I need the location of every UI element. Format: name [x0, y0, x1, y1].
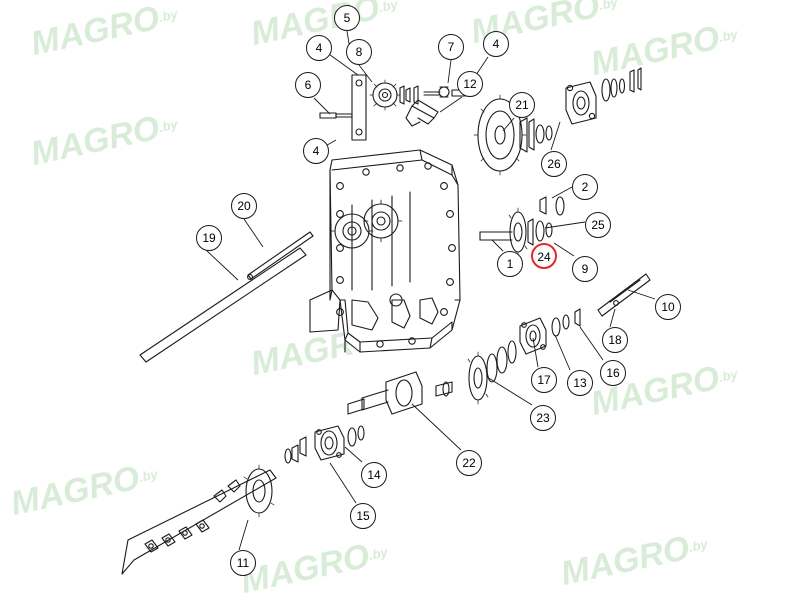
leader-17: [532, 337, 539, 368]
leader-11: [238, 519, 249, 551]
callout-7[interactable]: 7: [438, 34, 464, 60]
callout-22[interactable]: 22: [456, 450, 482, 476]
gearbox-housing: [309, 149, 461, 353]
leader-16: [579, 326, 604, 361]
leader-21: [502, 117, 515, 132]
callout-9[interactable]: 9: [572, 256, 598, 282]
callout-4a[interactable]: 4: [306, 35, 332, 61]
callout-18[interactable]: 18: [602, 327, 628, 353]
leader-19: [206, 250, 239, 281]
leader-6: [313, 97, 331, 115]
leader-13: [554, 334, 571, 371]
right-rail: [597, 273, 651, 317]
leader-20: [243, 218, 264, 248]
shaft-sprocket-assembly: [479, 196, 565, 257]
leader-1: [491, 239, 504, 252]
leader-8: [358, 64, 373, 83]
leader-12: [439, 96, 463, 113]
leader-10: [627, 289, 656, 300]
callout-26[interactable]: 26: [541, 151, 567, 177]
leader-14: [344, 446, 363, 463]
callout-4c[interactable]: 4: [303, 138, 329, 164]
callout-15[interactable]: 15: [350, 503, 376, 529]
leader-15: [329, 462, 357, 504]
callout-13[interactable]: 13: [567, 370, 593, 396]
callout-11[interactable]: 11: [230, 550, 256, 576]
leader-4a: [325, 51, 359, 76]
leader-2: [551, 186, 573, 199]
long-rods: [139, 231, 314, 363]
callout-19[interactable]: 19: [196, 225, 222, 251]
callout-16[interactable]: 16: [600, 360, 626, 386]
output-shaft: [347, 371, 423, 415]
callout-12[interactable]: 12: [457, 71, 483, 97]
callout-6[interactable]: 6: [295, 72, 321, 98]
callout-20[interactable]: 20: [231, 193, 257, 219]
callout-10[interactable]: 10: [655, 294, 681, 320]
leader-22: [411, 403, 462, 451]
callout-24[interactable]: 24: [531, 243, 557, 269]
callout-17[interactable]: 17: [531, 367, 557, 393]
leader-26: [550, 121, 561, 151]
callout-25[interactable]: 25: [585, 212, 611, 238]
large-sprocket-assembly: [473, 67, 642, 176]
leader-25: [544, 221, 586, 229]
leader-9: [553, 242, 575, 257]
callout-4b[interactable]: 4: [483, 31, 509, 57]
callout-1[interactable]: 1: [497, 251, 523, 277]
callout-14[interactable]: 14: [361, 462, 387, 488]
leader-7: [447, 59, 452, 84]
lower-left-cluster: [121, 425, 365, 575]
leader-23: [486, 376, 533, 406]
callout-21[interactable]: 21: [509, 92, 535, 118]
lower-right-cluster: [435, 308, 581, 405]
callout-2[interactable]: 2: [572, 174, 598, 200]
callout-23[interactable]: 23: [530, 405, 556, 431]
callout-8[interactable]: 8: [346, 39, 372, 65]
callout-5[interactable]: 5: [334, 5, 360, 31]
leader-18: [609, 308, 616, 328]
top-assembly: [319, 74, 471, 141]
